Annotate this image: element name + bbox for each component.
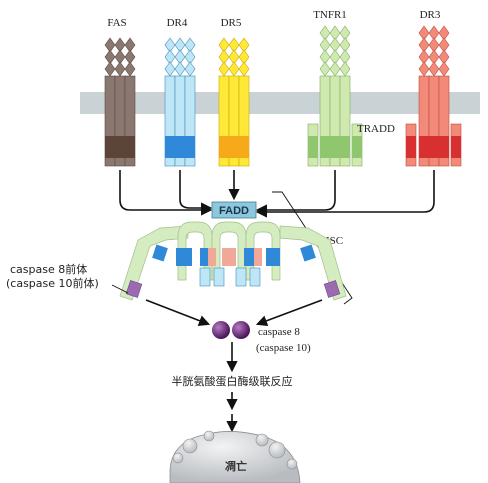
apoptotic-cell bbox=[169, 430, 301, 483]
fas-label: FAS bbox=[107, 17, 126, 29]
disc-complex bbox=[119, 221, 347, 301]
dr4-label: DR4 bbox=[167, 17, 188, 29]
tnfr1-label: TNFR1 bbox=[313, 9, 347, 21]
caspase-label-line1: caspase 8 bbox=[258, 326, 300, 338]
tradd-label: TRADD bbox=[357, 123, 395, 135]
procaspase-label-line1: caspase 8前体 bbox=[10, 262, 87, 276]
fadd-label: FADD bbox=[219, 205, 249, 217]
fas-receptor bbox=[104, 37, 136, 167]
dr5-receptor bbox=[218, 37, 250, 167]
fadd-box bbox=[211, 201, 257, 219]
disc-to-caspase-arrows bbox=[145, 299, 323, 327]
tnfr1-receptor bbox=[307, 25, 363, 167]
procaspase-leader-line bbox=[111, 284, 129, 294]
caspase-label-line2: (caspase 10) bbox=[256, 342, 311, 354]
apoptosis-label: 凋亡 bbox=[225, 459, 247, 473]
caspase-8-ball-left bbox=[212, 321, 230, 339]
dr5-label: DR5 bbox=[221, 17, 242, 29]
dr3-label: DR3 bbox=[420, 9, 441, 21]
dr3-receptor bbox=[405, 25, 462, 167]
receptor-to-fadd-arrows bbox=[119, 170, 435, 218]
dr4-receptor bbox=[164, 37, 196, 167]
cascade-label: 半胱氨酸蛋白酶级联反应 bbox=[172, 374, 293, 388]
caspase-8-ball-right bbox=[232, 321, 250, 339]
procaspase-label-line2: (caspase 10前体) bbox=[6, 276, 99, 290]
